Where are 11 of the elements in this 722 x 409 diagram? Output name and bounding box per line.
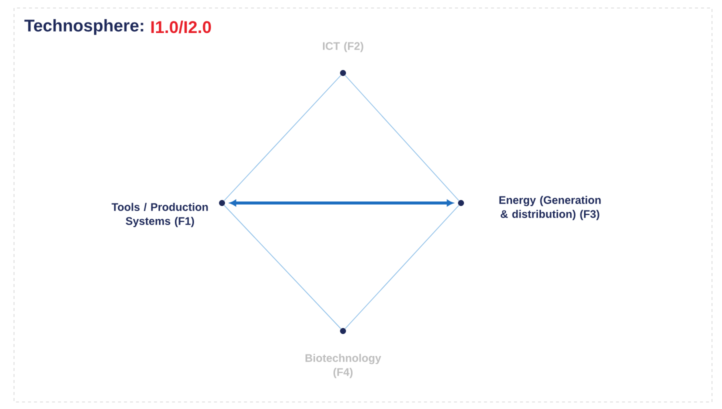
node-label: ICT (F2) [322, 42, 364, 52]
connector-line [224, 204, 342, 330]
connector-line [344, 74, 460, 202]
node-label: Biotechnology (F4) [306, 354, 382, 378]
node-label: Tools / Production Systems (F1) [112, 202, 208, 228]
connector-line [344, 204, 460, 330]
version-label: I1.0/I2.0 [151, 20, 211, 34]
title: Technosphere: [24, 19, 144, 35]
double-arrow [230, 200, 454, 206]
node-label: Energy (Generation & distribution) (F3) [499, 196, 601, 220]
connector-line [224, 74, 342, 202]
